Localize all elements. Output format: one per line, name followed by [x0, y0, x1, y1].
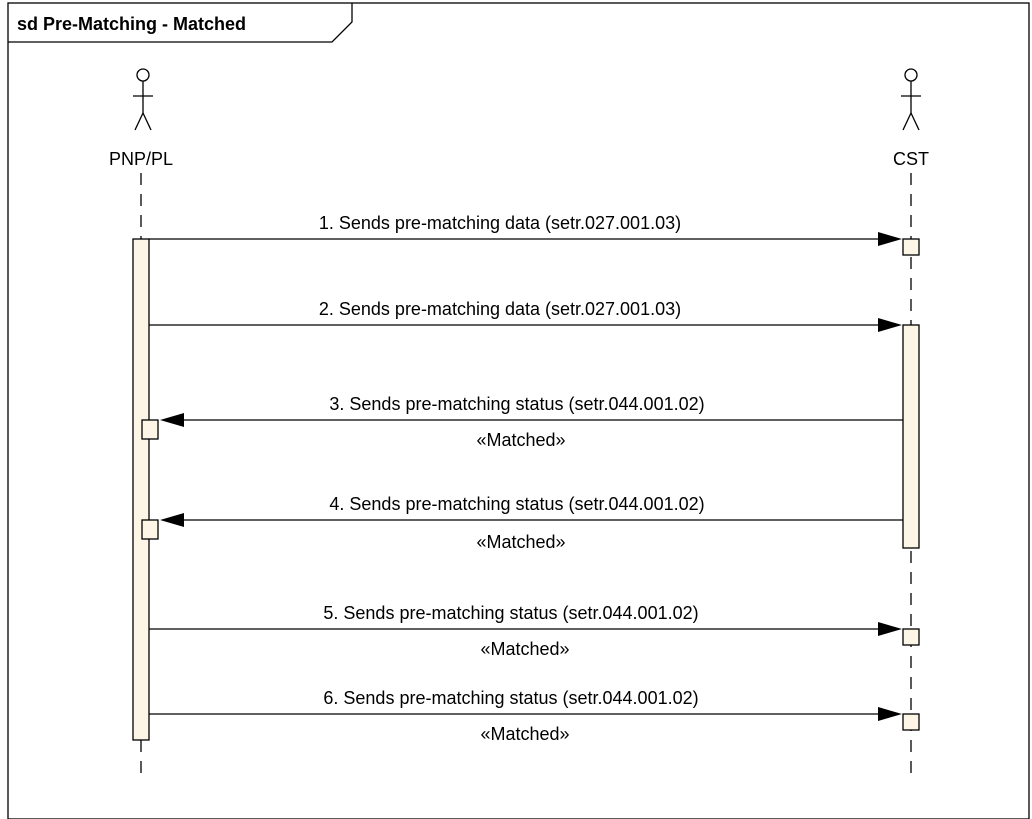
- message-label: 4. Sends pre-matching status (setr.044.0…: [329, 494, 704, 514]
- message-label: 2. Sends pre-matching data (setr.027.001…: [319, 299, 681, 319]
- actor-pnp-pl: [133, 68, 153, 131]
- message-1: 1. Sends pre-matching data (setr.027.001…: [149, 213, 920, 256]
- frame-title-tab: [8, 3, 353, 43]
- message-arrowhead: [878, 622, 902, 636]
- message-3: 3. Sends pre-matching status (setr.044.0…: [141, 394, 903, 450]
- message-label: 3. Sends pre-matching status (setr.044.0…: [329, 394, 704, 414]
- message-stereotype: «Matched»: [480, 639, 569, 659]
- message-arrowhead: [160, 513, 184, 527]
- message-arrowhead: [878, 232, 902, 246]
- message-stereotype: «Matched»: [480, 724, 569, 744]
- diagram-frame: [7, 2, 1030, 819]
- message-stereotype: «Matched»: [476, 430, 565, 450]
- actor-right-leg: [910, 112, 920, 131]
- message-4: 4. Sends pre-matching status (setr.044.0…: [141, 494, 903, 552]
- execution-spec: [141, 419, 159, 440]
- lifeline-label-cst: CST: [893, 149, 929, 169]
- message-label: 6. Sends pre-matching status (setr.044.0…: [323, 688, 698, 708]
- actor-left-leg: [902, 112, 912, 131]
- execution-spec: [902, 628, 920, 646]
- message-2: 2. Sends pre-matching data (setr.027.001…: [149, 299, 902, 332]
- frame-title: sd Pre-Matching - Matched: [17, 14, 246, 34]
- message-arrowhead: [160, 413, 184, 427]
- activation-bar-pnp-pl: [132, 238, 150, 741]
- message-stereotype: «Matched»: [476, 532, 565, 552]
- actor-left-leg: [134, 112, 144, 131]
- message-6: 6. Sends pre-matching status (setr.044.0…: [149, 688, 920, 744]
- message-arrowhead: [878, 707, 902, 721]
- execution-spec: [902, 713, 920, 731]
- message-label: 5. Sends pre-matching status (setr.044.0…: [323, 603, 698, 623]
- message-arrowhead: [878, 318, 902, 332]
- execution-spec: [902, 238, 920, 256]
- activation-bar-cst: [902, 324, 920, 549]
- actor-right-leg: [142, 112, 152, 131]
- actor-cst: [901, 68, 921, 131]
- actor-head: [904, 68, 918, 82]
- execution-spec: [141, 519, 159, 540]
- actor-head: [136, 68, 150, 82]
- message-label: 1. Sends pre-matching data (setr.027.001…: [319, 213, 681, 233]
- message-5: 5. Sends pre-matching status (setr.044.0…: [149, 603, 920, 659]
- lifeline-label-pnp-pl: PNP/PL: [109, 149, 173, 169]
